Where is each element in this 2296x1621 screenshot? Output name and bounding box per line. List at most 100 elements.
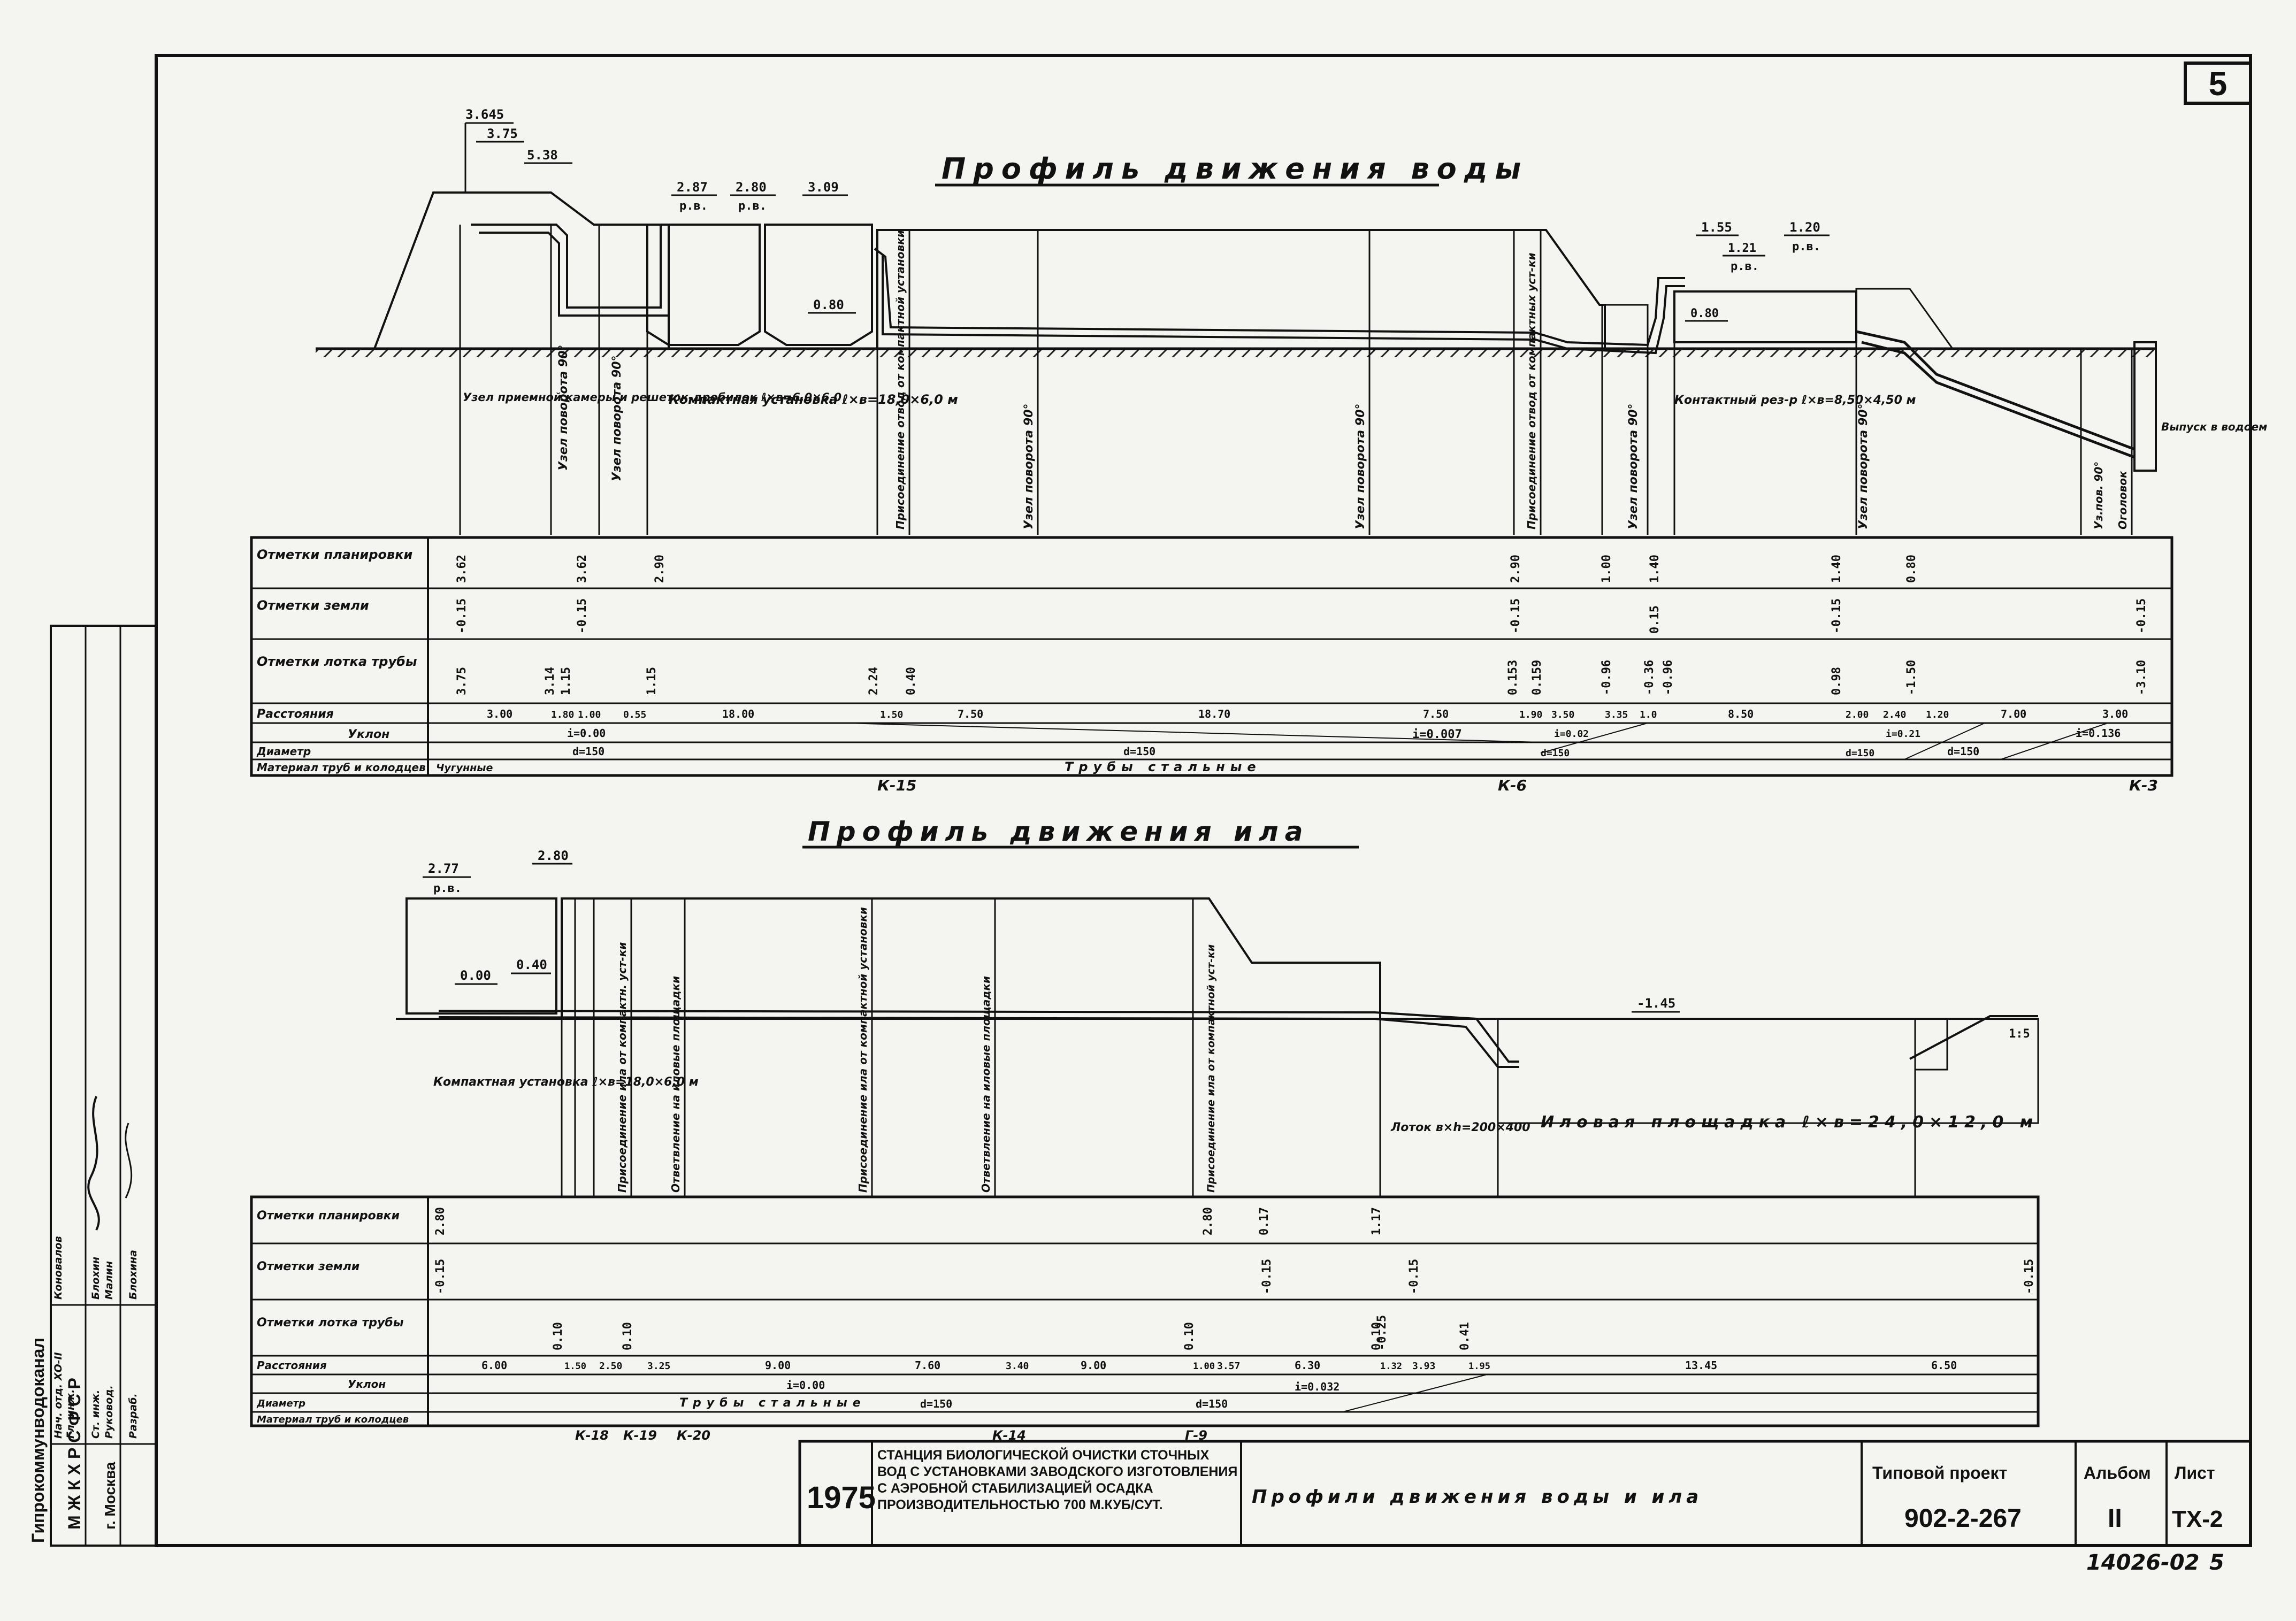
svg-text:Уклон: Уклон — [348, 1378, 386, 1390]
svg-text:1.40: 1.40 — [1648, 555, 1662, 583]
svg-text:i=0.00: i=0.00 — [786, 1379, 825, 1392]
svg-text:Узел поворота 90°: Узел поворота 90° — [1022, 403, 1036, 529]
water-pipe-upper — [471, 224, 1685, 347]
svg-text:К-15: К-15 — [877, 777, 916, 794]
svg-text:i=0.21: i=0.21 — [1886, 728, 1920, 740]
station-description: Станция биологической очистки сточных во… — [877, 1448, 1238, 1512]
svg-text:18.00: 18.00 — [722, 708, 754, 720]
svg-text:Отметки лотка трубы: Отметки лотка трубы — [257, 1316, 404, 1330]
svg-text:-0.15: -0.15 — [1407, 1259, 1421, 1294]
svg-text:Узел поворота 90°: Узел поворота 90° — [557, 344, 570, 471]
svg-text:6.30: 6.30 — [1295, 1359, 1320, 1372]
svg-text:Руковод.: Руковод. — [103, 1385, 115, 1439]
svg-text:3.09: 3.09 — [808, 180, 839, 195]
svg-text:1.50: 1.50 — [564, 1361, 586, 1372]
sludge-marks: 2.80 2.80 0.17 1.17 -0.15 -0.15 -0.15 -0… — [434, 1207, 2036, 1350]
svg-text:3.75: 3.75 — [455, 667, 469, 695]
svg-text:Ответвление на иловые площадки: Ответвление на иловые площадки — [669, 976, 682, 1193]
sludge-distances: 6.00 1.50 2.50 3.25 9.00 7.60 3.40 9.00 … — [481, 1359, 1957, 1443]
svg-text:0.55: 0.55 — [623, 709, 646, 720]
svg-text:Нач. отд. ХО-II: Нач. отд. ХО-II — [52, 1352, 64, 1439]
water-distances: 3.00 1.80 1.00 0.55 18.00 1.50 7.50 18.7… — [487, 708, 2128, 720]
svg-text:1.90: 1.90 — [1519, 709, 1542, 720]
svg-text:-0.15: -0.15 — [1260, 1259, 1274, 1294]
svg-text:Узел поворота 90°: Узел поворота 90° — [1857, 403, 1870, 529]
svg-text:Выпуск в водоем: Выпуск в водоем — [2161, 420, 2267, 433]
title-block: 1975 Станция биологической очистки сточн… — [798, 1440, 2252, 1547]
water-embankment-step — [1604, 304, 1649, 350]
svg-text:2.80: 2.80 — [434, 1207, 447, 1235]
water-ground-marks: -0.15 -0.15 -0.15 0.15 -0.15 -0.15 — [455, 598, 2148, 634]
svg-text:Расстояния: Расстояния — [257, 1359, 327, 1372]
svg-text:9.00: 9.00 — [1081, 1359, 1106, 1372]
svg-text:d=150: d=150 — [1541, 748, 1570, 759]
water-planning-marks: 3.62 3.62 2.90 2.90 1.00 1.40 1.40 0.80 — [455, 555, 1918, 583]
svg-text:0.80: 0.80 — [813, 297, 844, 312]
sludge-pipe-lower — [438, 1016, 1519, 1068]
svg-text:0.80: 0.80 — [1905, 555, 1918, 583]
svg-text:6.00: 6.00 — [481, 1359, 507, 1372]
svg-text:Лоток в×h=200×400: Лоток в×h=200×400 — [1390, 1121, 1530, 1134]
svg-text:1.80: 1.80 — [551, 709, 574, 720]
svg-text:7.50: 7.50 — [1423, 708, 1449, 720]
water-slopes-diameters: i=0.00 i=0.007 i=0.02 i=0.21 i=0.136 d=1… — [436, 727, 2158, 794]
svg-text:3.75: 3.75 — [487, 126, 518, 141]
sheet-label: Лист — [2175, 1463, 2215, 1482]
svg-text:-0.15: -0.15 — [434, 1259, 447, 1294]
stamp-ministry: М Ж К Х Р С Ф С Р — [65, 1378, 84, 1530]
svg-text:Материал труб и колодцев: Материал труб и колодцев — [257, 1414, 409, 1425]
svg-text:0.80: 0.80 — [1690, 307, 1719, 320]
sludge-profile-title: Профиль движения ила — [808, 816, 1310, 847]
svg-text:9.00: 9.00 — [765, 1359, 791, 1372]
svg-text:Отметки планировки: Отметки планировки — [257, 1209, 400, 1223]
water-top-marks: 3.645 3.75 5.38 2.87 р.в. 2.80 р.в. 3.09… — [464, 107, 1830, 322]
project-number: 902-2-267 — [1904, 1504, 2022, 1533]
svg-text:Компактная установка ℓ×в=18,0×: Компактная установка ℓ×в=18,0×6,0 м — [669, 392, 958, 407]
sheet-number: 5 — [2209, 66, 2227, 103]
svg-text:Присоединение ила от компактно: Присоединение ила от компактной установк… — [856, 907, 869, 1193]
water-profile-title: Профиль движения воды — [942, 152, 1528, 186]
svg-text:3.62: 3.62 — [455, 555, 469, 583]
stamp-org: Гипрокоммунводоканал — [28, 1338, 48, 1543]
svg-text:-0.15: -0.15 — [576, 598, 589, 634]
svg-text:Присоединение ила от компактно: Присоединение ила от компактной уст-ки — [1205, 944, 1217, 1193]
sludge-bed-slope — [1909, 1015, 2038, 1060]
album-value: II — [2108, 1504, 2122, 1533]
water-structure-labels: Узел приемной камеры и решеток-дробилок … — [463, 230, 2267, 529]
svg-text:1.0: 1.0 — [1640, 709, 1657, 720]
svg-text:Трубы стальные: Трубы стальные — [1065, 759, 1261, 774]
svg-text:Чугунные: Чугунные — [436, 762, 493, 774]
svg-text:К-18: К-18 — [575, 1428, 609, 1443]
svg-text:1.00: 1.00 — [1600, 555, 1613, 583]
svg-text:Коновалов: Коновалов — [52, 1236, 64, 1300]
svg-text:6.50: 6.50 — [1931, 1359, 1957, 1372]
svg-text:-0.15: -0.15 — [2023, 1259, 2036, 1294]
svg-text:р.в.: р.в. — [738, 199, 767, 213]
svg-text:1.20: 1.20 — [1926, 709, 1949, 720]
water-profile-table: Отметки планировки Отметки земли Отметки… — [250, 536, 2173, 777]
document-id: 14026-02 — [2086, 1550, 2199, 1575]
svg-text:1.00: 1.00 — [1193, 1361, 1215, 1372]
water-pipe-lower — [479, 230, 1685, 355]
document-page: 5 — [2209, 1550, 2224, 1575]
svg-text:К-19: К-19 — [623, 1428, 657, 1443]
water-structure-lines — [459, 225, 2133, 535]
svg-text:3.50: 3.50 — [1551, 709, 1574, 720]
svg-text:d=150: d=150 — [572, 745, 604, 758]
svg-text:Отметки лотка трубы: Отметки лотка трубы — [257, 654, 417, 669]
svg-text:1.15: 1.15 — [645, 667, 659, 695]
svg-text:3.00: 3.00 — [487, 708, 512, 720]
svg-text:1.95: 1.95 — [1468, 1361, 1490, 1372]
svg-text:р.в.: р.в. — [679, 199, 708, 213]
sludge-compact-tank — [405, 897, 557, 1015]
svg-text:3.62: 3.62 — [576, 555, 589, 583]
svg-text:2.77: 2.77 — [428, 861, 459, 876]
svg-text:3.35: 3.35 — [1605, 709, 1628, 720]
svg-text:Присоединение отвод от компакт: Присоединение отвод от компактной устано… — [894, 230, 907, 529]
svg-text:Компактная установка ℓ×в=18,0×: Компактная установка ℓ×в=18,0×6,0 м — [433, 1075, 699, 1089]
side-stamp: Гипрокоммунводоканал М Ж К Х Р С Ф С Р г… — [28, 625, 157, 1547]
svg-text:-0.25: -0.25 — [1375, 1315, 1389, 1350]
svg-text:Разраб.: Разраб. — [127, 1393, 139, 1439]
